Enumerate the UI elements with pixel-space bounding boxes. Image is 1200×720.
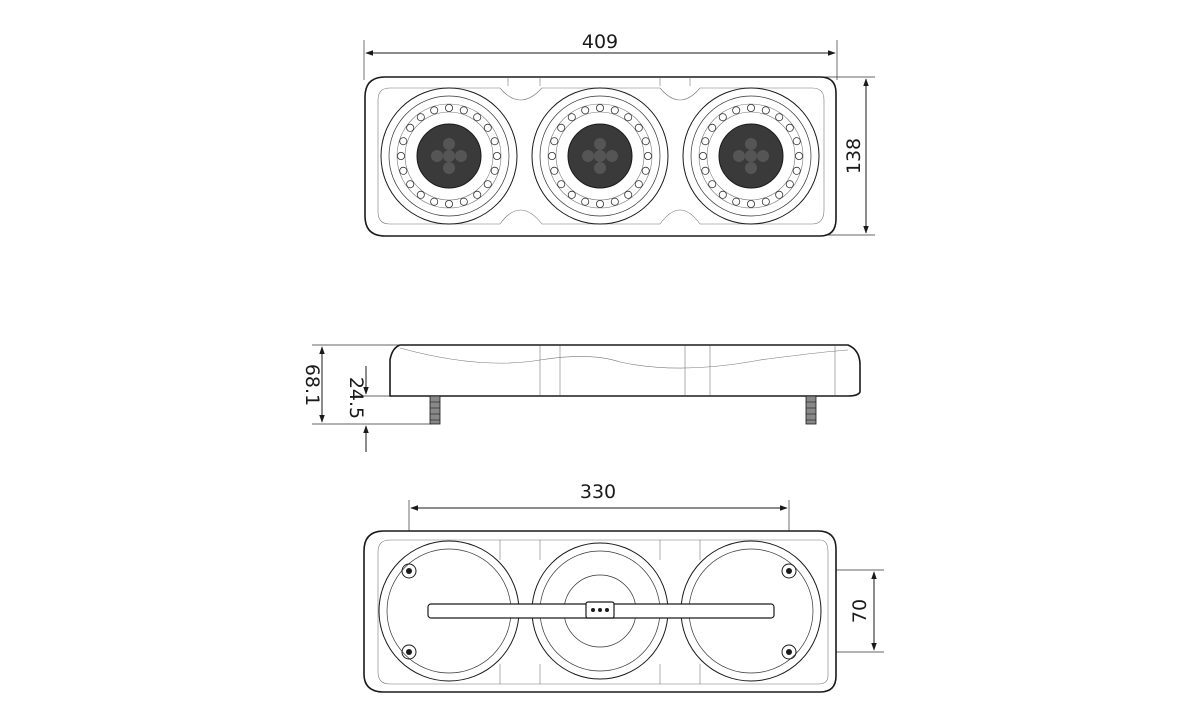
led-dot [624, 190, 633, 199]
led-dot [473, 113, 482, 122]
led-dot [399, 166, 408, 175]
side-stud-left [429, 395, 441, 425]
led-dot [596, 199, 605, 208]
front-led-rings [396, 104, 804, 208]
led-dot [634, 180, 643, 189]
led-dot [396, 151, 405, 160]
led-dot [785, 180, 794, 189]
dimension-label-width: 409 [582, 31, 618, 53]
led-dot [792, 137, 801, 146]
led-dot [406, 180, 415, 189]
dimension-label-stud: 24.5 [345, 377, 367, 419]
led-dot [430, 197, 439, 206]
led-dot [732, 197, 741, 206]
led-dot [550, 137, 559, 146]
rear-inner-contour [377, 539, 829, 685]
led-dot [596, 104, 605, 113]
led-dot [548, 151, 557, 160]
led-dot [610, 106, 619, 115]
led-dot [792, 166, 801, 175]
led-dot [624, 113, 633, 122]
mounting-stud-top-right [781, 563, 797, 579]
front-lamp-left [380, 87, 518, 225]
led-dot [581, 197, 590, 206]
led-dot [747, 104, 756, 113]
led-dot [430, 106, 439, 115]
led-dot [444, 104, 453, 113]
dimension-label-70: 70 [849, 599, 871, 623]
front-lamp-center [531, 87, 669, 225]
side-stud-right [805, 395, 817, 425]
led-dot [483, 123, 492, 132]
side-housing-outline [389, 344, 861, 397]
led-dot [708, 180, 717, 189]
dimension-label-330: 330 [580, 481, 616, 503]
led-dot [557, 123, 566, 132]
mounting-stud-top-left [401, 563, 417, 579]
dimension-stud-length: 24.5 [345, 366, 390, 452]
led-dot [701, 137, 710, 146]
led-dot [699, 151, 708, 160]
led-dot [610, 197, 619, 206]
led-dot [459, 106, 468, 115]
led-dot [483, 180, 492, 189]
led-dot [795, 151, 804, 160]
front-inner-contour [377, 87, 825, 225]
led-dot [761, 106, 770, 115]
led-dot [581, 106, 590, 115]
led-dot [708, 123, 717, 132]
mounting-stud-bottom-left [401, 644, 417, 660]
led-dot [747, 199, 756, 208]
led-dot [492, 151, 501, 160]
led-dot [406, 123, 415, 132]
led-dot [785, 123, 794, 132]
led-dot [567, 190, 576, 199]
mounting-stud-bottom-right [781, 644, 797, 660]
led-dot [718, 113, 727, 122]
led-dot [641, 137, 650, 146]
led-dot [416, 190, 425, 199]
led-dot [567, 113, 576, 122]
led-dot [775, 190, 784, 199]
dimension-label-depth: 68.1 [301, 364, 323, 406]
led-dot [761, 197, 770, 206]
dimension-overall-height: 138 [820, 76, 875, 236]
led-dot [490, 166, 499, 175]
dimension-overall-depth: 68.1 [301, 344, 432, 425]
rear-view: 330 70 [363, 481, 884, 693]
led-dot [634, 123, 643, 132]
led-dot [416, 113, 425, 122]
led-dot [459, 197, 468, 206]
side-view: 68.1 24.5 [301, 344, 861, 452]
side-wave-line [399, 347, 849, 369]
front-view: 409 138 [363, 31, 875, 237]
led-dot [399, 137, 408, 146]
dimension-label-height: 138 [843, 138, 865, 174]
led-dot [490, 137, 499, 146]
led-dot [550, 166, 559, 175]
led-dot [775, 113, 784, 122]
led-dot [473, 190, 482, 199]
led-dot [718, 190, 727, 199]
front-lamp-right [682, 87, 820, 225]
led-dot [732, 106, 741, 115]
led-dot [641, 166, 650, 175]
led-dot [701, 166, 710, 175]
led-dot [644, 151, 653, 160]
led-dot [557, 180, 566, 189]
dimension-overall-width: 409 [363, 31, 838, 80]
led-dot [444, 199, 453, 208]
